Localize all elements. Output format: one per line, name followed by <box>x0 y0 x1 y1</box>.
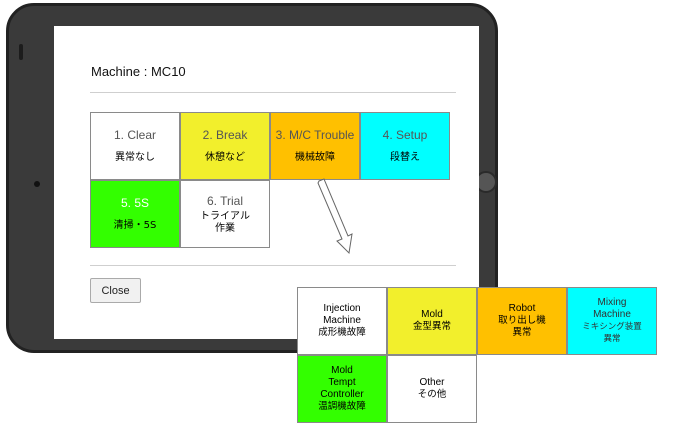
trouble-tile-en: Robot <box>508 303 536 314</box>
status-tile-jp: 休憩など <box>205 152 245 163</box>
status-tile-label: 1. Clear <box>113 128 157 142</box>
status-tile-trial[interactable]: 6. Trial トライアル 作業 <box>180 180 270 248</box>
trouble-tile-other[interactable]: Other その他 <box>387 355 477 423</box>
tablet-side-button <box>19 44 23 60</box>
trouble-tile-en: Mixing Machine <box>593 297 631 320</box>
status-tile-jp: 機械故障 <box>295 152 335 163</box>
trouble-tile-mixing-machine[interactable]: Mixing Machine ミキシング装置 異常 <box>567 287 657 355</box>
trouble-tile-jp: 成形機故障 <box>318 327 366 338</box>
status-tile-jp: 清掃・5S <box>113 220 157 231</box>
trouble-tile-jp: ミキシング装置 異常 <box>582 322 642 344</box>
trouble-tile-mold[interactable]: Mold 金型異常 <box>387 287 477 355</box>
dialog-title: Machine : MC10 <box>91 64 186 79</box>
trouble-tile-injection-machine[interactable]: Injection Machine 成形機故障 <box>297 287 387 355</box>
status-tile-mc-trouble[interactable]: 3. M/C Trouble 機械故障 <box>270 112 360 180</box>
status-tile-label: 5. 5S <box>120 196 150 210</box>
status-tile-label: 6. Trial <box>206 193 243 208</box>
status-tile-label: 2. Break <box>202 128 248 142</box>
trouble-tile-jp: 金型異常 <box>412 321 451 332</box>
status-tile-break[interactable]: 2. Break 休憩など <box>180 112 270 180</box>
trouble-tile-en: Mold Tempt Controller <box>320 365 364 400</box>
divider-top <box>90 92 456 93</box>
trouble-tile-jp: その他 <box>417 389 447 400</box>
trouble-tile-robot[interactable]: Robot 取り出し機 異常 <box>477 287 567 355</box>
status-tile-jp: トライアル 作業 <box>200 210 250 234</box>
trouble-tile-jp: 温調機故障 <box>318 401 366 412</box>
status-tile-jp: 段替え <box>390 152 420 163</box>
tablet-camera <box>34 181 40 187</box>
status-tile-5s[interactable]: 5. 5S 清掃・5S <box>90 180 180 248</box>
trouble-tile-en: Injection Machine <box>323 303 361 326</box>
status-tile-label: 3. M/C Trouble <box>275 128 355 142</box>
close-button[interactable]: Close <box>90 278 141 303</box>
trouble-subcategory-panel: Injection Machine 成形機故障 Mold 金型異常 Robot … <box>297 287 663 427</box>
status-tile-jp: 異常なし <box>115 152 155 163</box>
trouble-tile-en: Mold <box>421 309 443 320</box>
arrow-down-right-icon <box>317 178 353 255</box>
divider-bottom <box>90 265 456 266</box>
trouble-tile-mold-tempt-controller[interactable]: Mold Tempt Controller 温調機故障 <box>297 355 387 423</box>
tablet-frame: Machine : MC10 1. Clear 異常なし 2. Break 休憩… <box>6 3 498 353</box>
tablet-screen: Machine : MC10 1. Clear 異常なし 2. Break 休憩… <box>54 26 479 339</box>
status-tile-clear[interactable]: 1. Clear 異常なし <box>90 112 180 180</box>
status-tile-label: 4. Setup <box>382 128 428 142</box>
trouble-tile-en: Other <box>419 377 445 388</box>
trouble-tile-jp: 取り出し機 異常 <box>498 315 546 338</box>
status-tile-setup[interactable]: 4. Setup 段替え <box>360 112 450 180</box>
